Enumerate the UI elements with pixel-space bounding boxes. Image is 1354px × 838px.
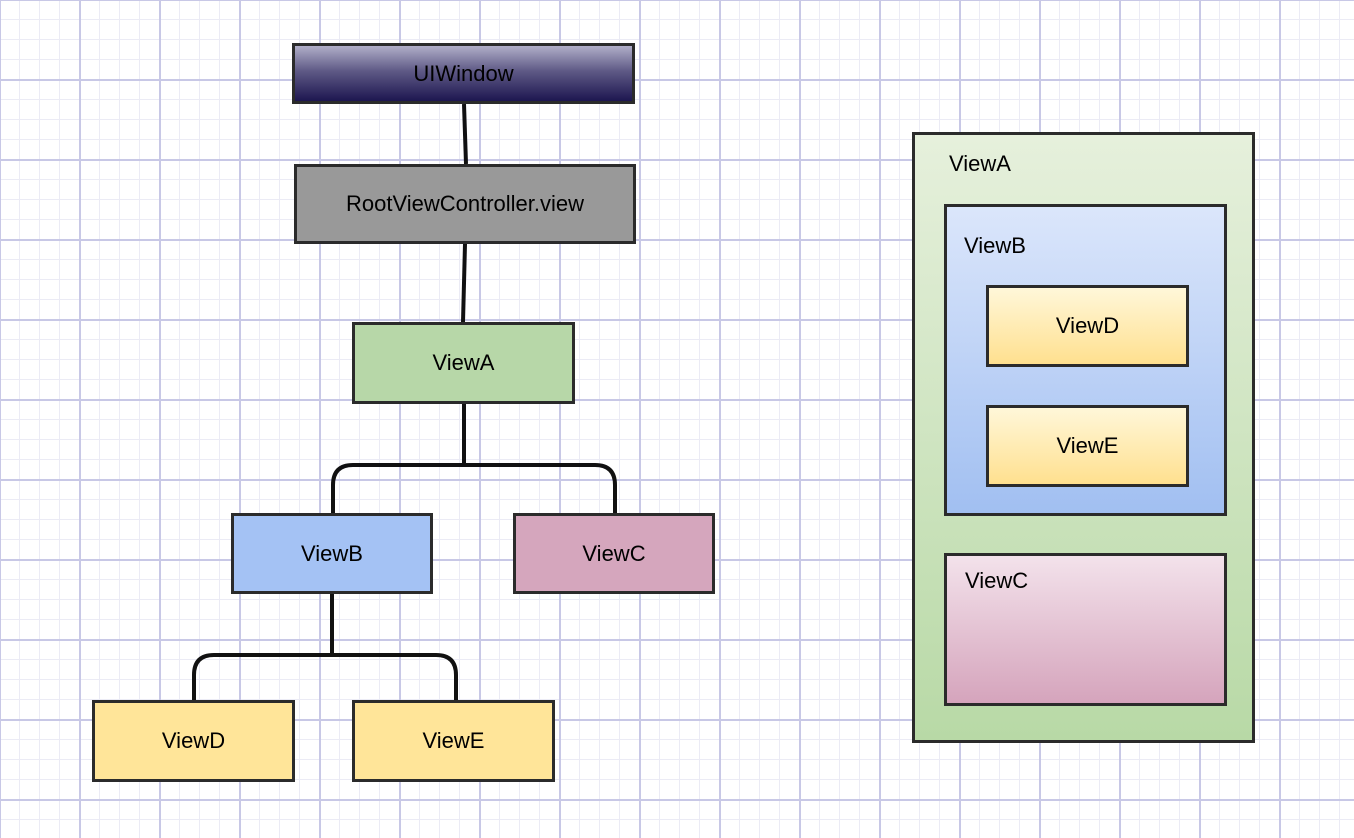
uiwindow-node: UIWindow: [292, 43, 635, 104]
view-d-node: ViewD: [92, 700, 295, 782]
view-e-label: ViewE: [422, 728, 485, 753]
view-c-node: ViewC: [513, 513, 715, 594]
uiwindow-label: UIWindow: [413, 60, 514, 86]
nested-view-c-label: ViewC: [965, 568, 1029, 593]
view-a-label: ViewA: [432, 350, 495, 375]
view-b-label: ViewB: [301, 540, 363, 566]
nested-view-e-label: ViewE: [1056, 433, 1119, 458]
root-view-controller-node: RootViewController.view: [294, 164, 636, 244]
connector-root-viewa: [461, 243, 467, 323]
connector-uiwindow-root: [462, 103, 468, 165]
nested-view-e-box: ViewE: [986, 405, 1189, 487]
nested-view-d-box: ViewD: [986, 285, 1189, 367]
view-d-label: ViewD: [161, 728, 226, 753]
nested-view-c-box: ViewC: [944, 553, 1227, 706]
view-e-node: ViewE: [352, 700, 555, 782]
connector-viewa-children: [331, 404, 617, 513]
root-view-controller-label: RootViewController.view: [345, 191, 585, 216]
view-a-node: ViewA: [352, 322, 575, 404]
nested-view-a-box: ViewA ViewB ViewD ViewE ViewC: [912, 132, 1255, 743]
nested-view-b-box: ViewB ViewD ViewE: [944, 204, 1227, 516]
nested-view-d-label: ViewD: [1055, 313, 1120, 338]
view-c-label: ViewC: [582, 540, 646, 566]
nested-view-a-label: ViewA: [949, 151, 1011, 176]
connector-viewb-children: [192, 594, 458, 700]
view-b-node: ViewB: [231, 513, 433, 594]
nested-view-b-label: ViewB: [964, 233, 1026, 258]
